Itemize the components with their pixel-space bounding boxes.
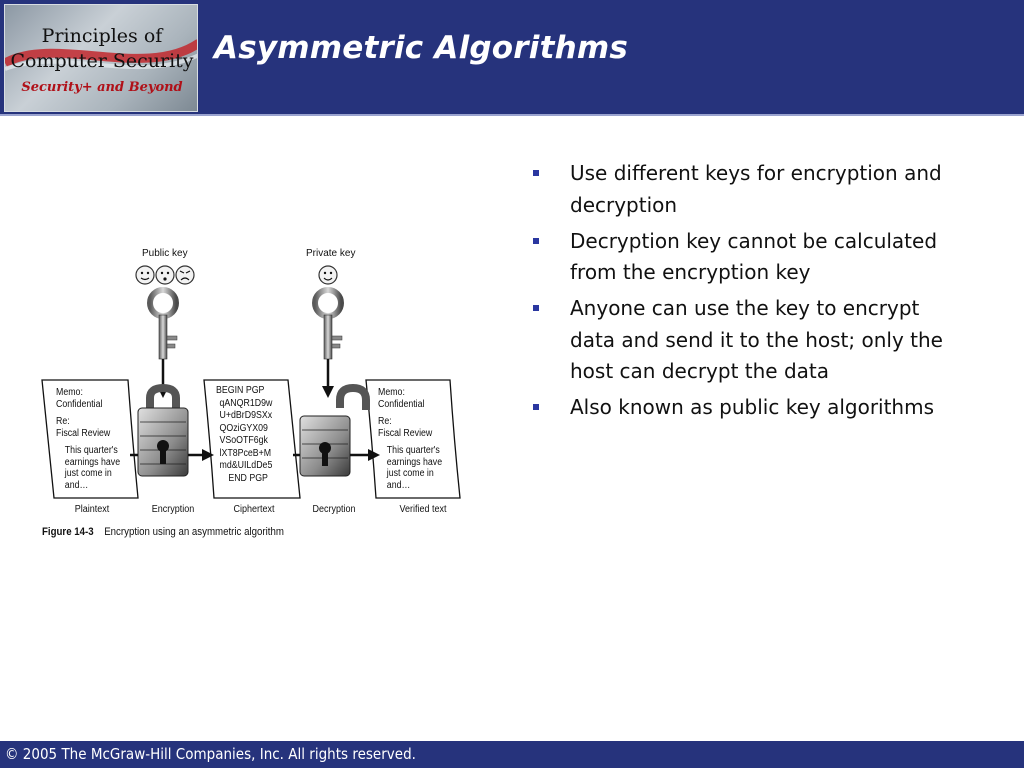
smiley-face-icon [318, 265, 338, 285]
asymmetric-encryption-figure: Public key Private key Memo: Confidentia… [38, 240, 478, 550]
square-bullet-icon [533, 237, 539, 244]
verified-text-label: Verified text [399, 504, 447, 515]
ciphertext-label: Ciphertext [233, 504, 275, 515]
plaintext-line: Fiscal Review [56, 427, 111, 439]
figure-number: Figure 14-3 [42, 526, 94, 538]
square-bullet-icon [533, 404, 539, 410]
plaintext-line: earnings have [64, 456, 121, 468]
figure-graphic [41, 265, 461, 499]
bullet-item: Use different keys for encryption and de… [530, 158, 960, 221]
book-logo: Principles of Computer Security Security… [4, 4, 198, 112]
bullet-list: Use different keys for encryption and de… [530, 158, 960, 428]
bullet-item: Decryption key cannot be calculated from… [530, 226, 960, 289]
ciphertext-line: U+dBrD9SXx [219, 410, 273, 421]
plaintext-line: just come in [64, 468, 112, 479]
ciphertext-line: END PGP [228, 472, 268, 484]
ciphertext-line: VSoOTF6gk [219, 435, 268, 446]
happy-face-icon [135, 265, 155, 285]
surprised-face-icon [155, 265, 175, 285]
plaintext-line: Re: [56, 416, 70, 427]
slide-title: Asymmetric Algorithms [214, 30, 629, 66]
bullet-item: Anyone can use the key to encrypt data a… [530, 293, 960, 388]
square-bullet-icon [533, 305, 539, 311]
bullet-item: Also known as public key algorithms [530, 392, 960, 424]
plaintext-line: This quarter's [64, 445, 118, 456]
logo-title-line1: Principles of [41, 25, 163, 47]
verified-content: Memo: Confidential Re: Fiscal Review Thi… [378, 387, 442, 491]
verified-line: Confidential [378, 398, 425, 410]
arrow-decryption-to-verified-icon [350, 449, 380, 461]
verified-line: Re: [378, 416, 392, 427]
plaintext-line: Confidential [56, 398, 103, 410]
encryption-label: Encryption [151, 504, 195, 515]
down-arrow-private-icon [322, 359, 334, 398]
logo-swoosh-graphic [5, 39, 197, 71]
header-divider [0, 114, 1024, 116]
header-bar: Principles of Computer Security Security… [0, 0, 1024, 116]
arrow-encryption-to-ciphertext-icon [188, 449, 214, 461]
public-key-icon [147, 287, 179, 360]
figure-caption-text: Encryption using an asymmetric algorithm [104, 526, 284, 538]
square-bullet-icon [533, 170, 539, 176]
bullet-text: Anyone can use the key to encrypt data a… [570, 296, 943, 383]
public-key-label: Public key [142, 248, 188, 259]
plaintext-content: Memo: Confidential Re: Fiscal Review Thi… [56, 387, 120, 491]
verified-line: and… [386, 479, 411, 491]
verified-line: Fiscal Review [378, 427, 433, 439]
ciphertext-line: QOziGYX09 [219, 422, 268, 434]
closed-lock-icon [137, 383, 189, 477]
open-lock-icon [299, 383, 370, 477]
bullet-text: Decryption key cannot be calculated from… [570, 228, 938, 285]
logo-title-line2: Computer Security [10, 50, 194, 72]
angry-face-icon [175, 265, 195, 285]
copyright-notice: © 2005 The McGraw-Hill Companies, Inc. A… [5, 745, 416, 763]
private-key-label: Private key [306, 248, 356, 259]
verified-line: This quarter's [386, 445, 440, 456]
ciphertext-line: lXT8PceB+M [219, 447, 272, 459]
figure-caption: Figure 14-3 Encryption using an asymmetri… [42, 526, 284, 538]
bullet-text: Also known as public key algorithms [570, 395, 935, 419]
plaintext-label: Plaintext [74, 504, 110, 515]
ciphertext-document-shape [203, 379, 301, 499]
ciphertext-line: qANQR1D9w [219, 397, 273, 409]
verified-document-shape [365, 379, 461, 499]
plaintext-line: Memo: [56, 387, 83, 398]
logo-subtitle: Security+ and Beyond [21, 80, 183, 95]
decryption-label: Decryption [312, 504, 356, 515]
verified-line: Memo: [378, 387, 405, 398]
ciphertext-line: md&UILdDe5 [219, 460, 273, 471]
plaintext-document-shape [41, 379, 139, 499]
ciphertext-line: BEGIN PGP [216, 385, 265, 396]
plaintext-line: and… [64, 479, 89, 491]
footer-bar: © 2005 The McGraw-Hill Companies, Inc. A… [0, 741, 1024, 768]
private-key-icon [312, 287, 344, 360]
bullet-text: Use different keys for encryption and de… [570, 161, 942, 217]
verified-line: just come in [386, 468, 434, 479]
verified-line: earnings have [386, 456, 443, 468]
ciphertext-content: BEGIN PGP qANQR1D9w U+dBrD9SXx QOziGYX09… [216, 385, 272, 485]
